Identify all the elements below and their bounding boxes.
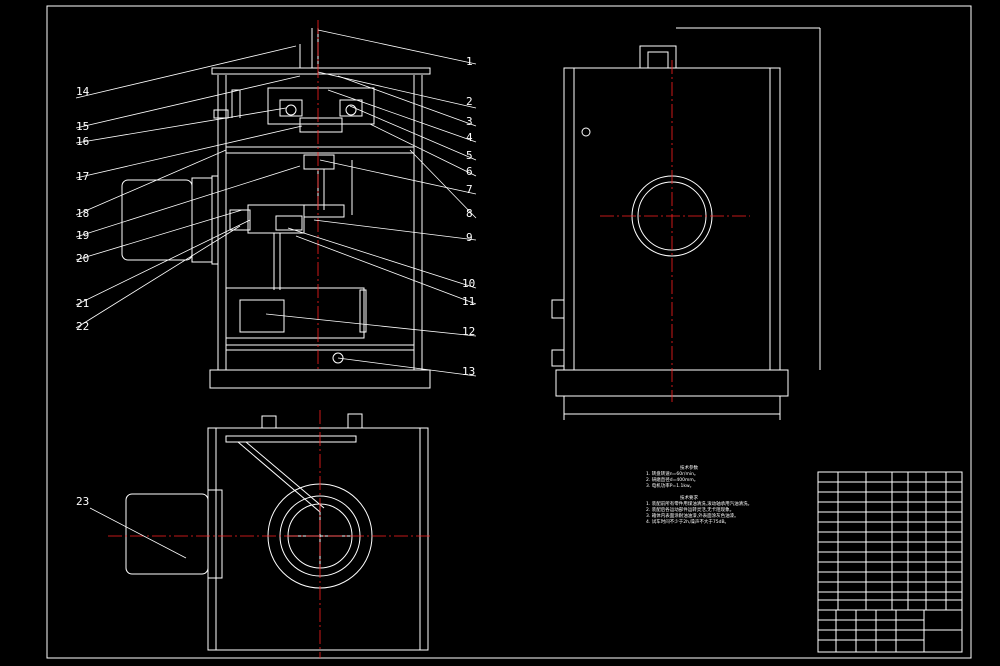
balloon-22: 22 xyxy=(76,320,90,333)
balloon-3: 3 xyxy=(466,115,473,128)
sheet-border xyxy=(46,5,972,659)
param-line-2: 2. 研磨直径d=400mm。 xyxy=(646,478,699,483)
notes-heading-reqs: 技术要求 xyxy=(680,496,698,501)
balloon-10: 10 xyxy=(462,277,476,290)
param-line-3: 3. 电机功率P=1.1kw。 xyxy=(646,484,695,489)
center-lines xyxy=(108,20,750,658)
balloon-18: 18 xyxy=(76,207,90,220)
balloon-8: 8 xyxy=(466,207,473,220)
balloon-23: 23 xyxy=(76,495,90,508)
balloon-14: 14 xyxy=(76,85,90,98)
balloon-7: 7 xyxy=(466,183,473,196)
notes-heading-params: 技术参数 xyxy=(680,466,698,471)
balloon-17: 17 xyxy=(76,170,90,183)
balloon-20: 20 xyxy=(76,252,90,265)
balloon-2: 2 xyxy=(466,95,473,108)
balloon-11: 11 xyxy=(462,295,476,308)
parts-list-table xyxy=(817,471,963,653)
balloon-16: 16 xyxy=(76,135,90,148)
balloon-1: 1 xyxy=(466,55,473,68)
balloon-5: 5 xyxy=(466,149,473,162)
param-line-1: 1. 转盘转速n=60r/min。 xyxy=(646,472,699,477)
balloon-9: 9 xyxy=(466,231,473,244)
top-view xyxy=(125,413,429,651)
balloon-19: 19 xyxy=(76,229,90,242)
side-view xyxy=(551,27,821,420)
balloon-13: 13 xyxy=(462,365,476,378)
req-line-1: 1. 装配前所有零件用煤油清洗,滚动轴承用汽油清洗。 xyxy=(646,502,753,507)
technical-notes: 技术参数 1. 转盘转速n=60r/min。 2. 研磨直径d=400mm。 3… xyxy=(646,466,816,526)
balloon-12: 12 xyxy=(462,325,476,338)
balloon-4: 4 xyxy=(466,131,473,144)
balloon-6: 6 xyxy=(466,165,473,178)
req-line-2: 2. 装配后各运动部件运转灵活,无卡阻现象。 xyxy=(646,508,735,513)
balloon-15: 15 xyxy=(76,120,90,133)
req-line-4: 4. 试车时间不少于2h,噪声不大于75dB。 xyxy=(646,520,730,525)
balloon-21: 21 xyxy=(76,297,90,310)
leader-lines xyxy=(75,29,477,559)
req-line-3: 3. 箱体内表面涂耐油油漆,外表面涂灰色油漆。 xyxy=(646,514,739,519)
